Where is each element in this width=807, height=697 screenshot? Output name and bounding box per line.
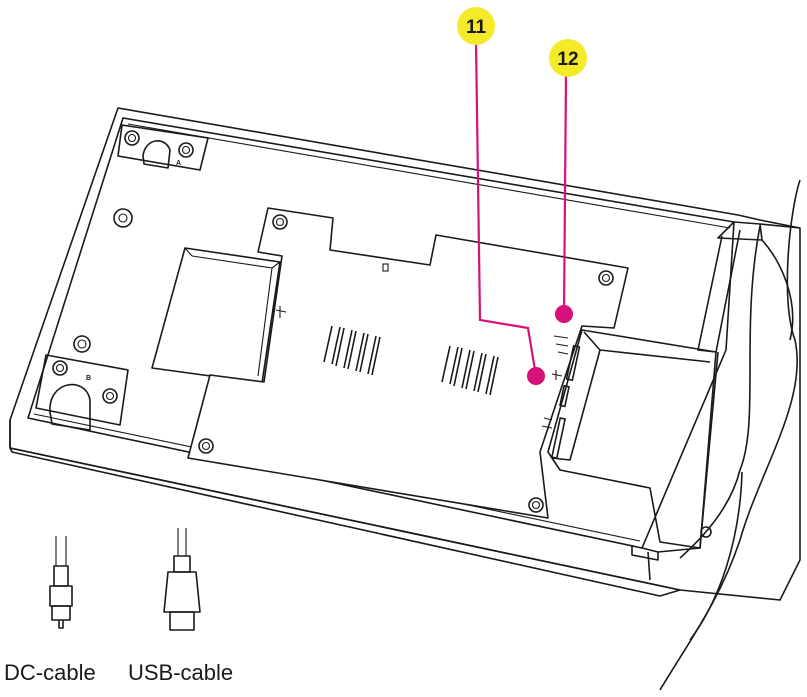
corner-bracket-b: B [35,335,129,431]
pointer-dot-12 [555,305,573,323]
port-icons [275,306,569,429]
callout-12: 12 [549,39,587,77]
corner-label-a: A [176,160,181,167]
pointer-dot-11 [527,367,545,385]
callout-badge-11 [457,7,495,45]
callout-label-12: 12 [557,49,578,70]
vent-slots-left [323,325,381,376]
leader-line-11 [474,41,538,377]
vent-slots-right [441,345,499,396]
callout-11: 11 [457,7,495,45]
usb-port [559,385,570,408]
leader-lines [474,41,573,385]
dc-cable-icon [49,536,73,629]
corner-label-b: B [86,375,91,382]
connector-compartment [547,329,717,549]
cover-plate [187,207,629,519]
usb-cable-caption: USB-cable [128,660,234,685]
callout-badge-12 [549,39,587,77]
screw-hole [113,208,133,228]
dc-port [565,344,581,382]
usb-cable-icon [163,528,201,631]
dc-cable-caption: DC-cable [4,660,96,685]
callout-label-11: 11 [466,17,487,38]
corner-bracket-a: A [117,124,209,171]
leader-line-12 [562,73,568,315]
